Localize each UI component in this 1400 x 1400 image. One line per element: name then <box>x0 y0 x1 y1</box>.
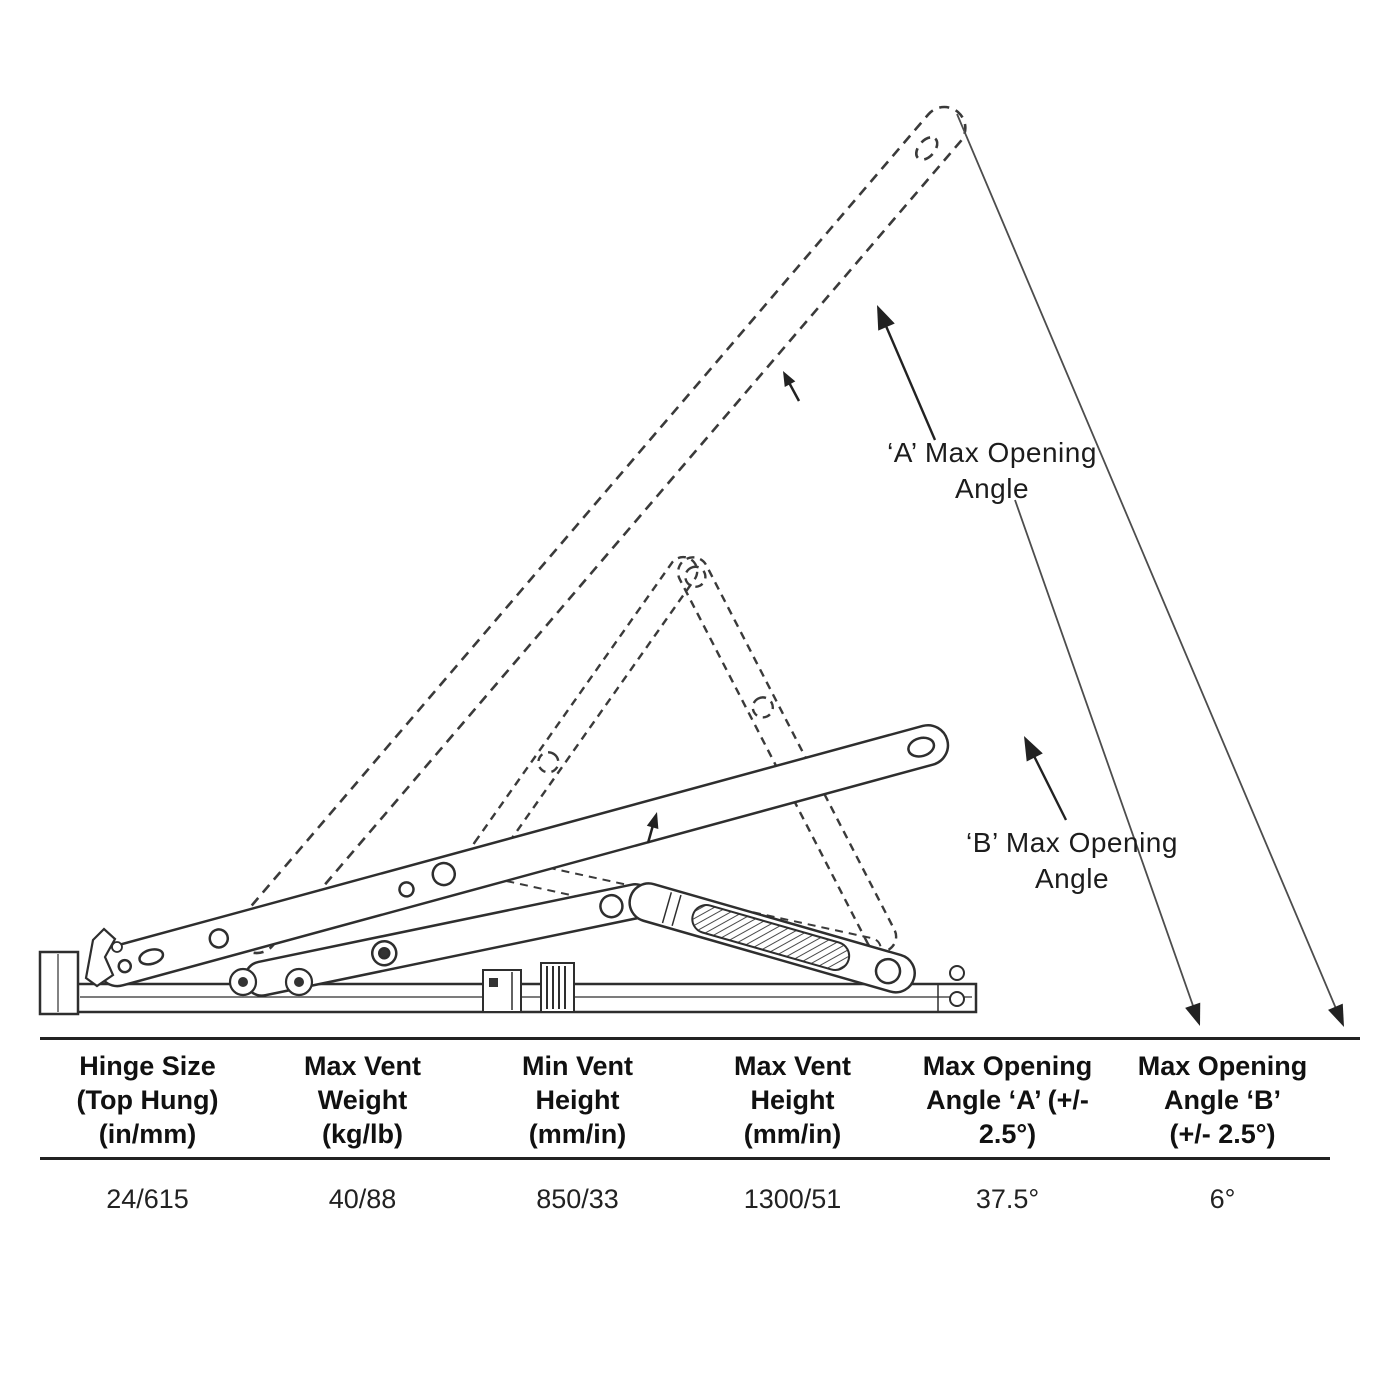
value-min-vent-height: 850/33 <box>536 1184 619 1214</box>
header-line: (Top Hung) <box>76 1085 219 1115</box>
header-line: Height <box>750 1085 835 1115</box>
header-line: Height <box>535 1085 620 1115</box>
grip-link-arm <box>628 882 916 994</box>
pivot-cluster <box>84 927 314 997</box>
header-line: Max Opening <box>1137 1051 1308 1081</box>
value-max-vent-height: 1300/51 <box>743 1184 842 1214</box>
col-header-max-opening-angle-a: Max Opening Angle ‘A’ (+/- 2.5°) <box>900 1049 1115 1151</box>
dashed-support-link-right <box>676 556 898 953</box>
label-b-leader-arrow <box>1024 736 1068 821</box>
value-max-vent-weight: 40/88 <box>328 1184 397 1214</box>
spec-table-value-row: 24/615 40/88 850/33 1300/51 37.5° 6° <box>40 1160 1330 1215</box>
spec-table-header-row: Hinge Size (Top Hung) (in/mm) Max Vent W… <box>40 1040 1330 1160</box>
header-line: Max Vent <box>303 1051 422 1081</box>
base-track <box>38 950 978 1016</box>
col-header-max-opening-angle-b: Max Opening Angle ‘B’ (+/- 2.5°) <box>1115 1049 1330 1151</box>
header-line: (in/mm) <box>98 1119 197 1149</box>
value-hinge-size: 24/615 <box>106 1184 189 1214</box>
header-line: (mm/in) <box>528 1119 627 1149</box>
hinge-diagram: ‘A’ Max Opening Angle ‘B’ Max Opening An… <box>38 105 1344 1027</box>
value-max-opening-angle-a: 37.5° <box>975 1184 1040 1214</box>
label-a-leader-arrow <box>877 305 937 441</box>
header-line: Hinge Size <box>79 1051 216 1081</box>
header-line: (kg/lb) <box>322 1119 403 1149</box>
header-line: Min Vent <box>521 1051 633 1081</box>
label-a-max-opening: ‘A’ Max Opening <box>887 437 1097 468</box>
label-a-angle: Angle <box>955 473 1029 504</box>
solid-arm-motion-arrow <box>646 812 659 844</box>
angle-b-ray <box>1014 499 1201 1026</box>
value-max-opening-angle-b: 6° <box>1209 1184 1236 1214</box>
header-line: Max Vent <box>733 1051 852 1081</box>
spec-table: Hinge Size (Top Hung) (in/mm) Max Vent W… <box>40 1037 1360 1215</box>
label-b-max-opening: ‘B’ Max Opening <box>966 827 1178 858</box>
angle-a-ray <box>956 113 1344 1027</box>
label-b-angle: Angle <box>1035 863 1109 894</box>
header-line: (+/- 2.5°) <box>1169 1119 1276 1149</box>
solid-vent-arm <box>96 724 950 988</box>
header-line: (mm/in) <box>743 1119 842 1149</box>
header-line: Angle ‘B’ <box>1163 1085 1281 1115</box>
dashed-arm-motion-arrow <box>783 371 801 402</box>
header-line: Max Opening <box>922 1051 1093 1081</box>
header-line: Weight <box>317 1085 408 1115</box>
col-header-max-vent-weight: Max Vent Weight (kg/lb) <box>255 1049 470 1151</box>
header-line: 2.5°) <box>978 1119 1037 1149</box>
header-line: Angle ‘A’ (+/- <box>926 1085 1089 1115</box>
col-header-hinge-size: Hinge Size (Top Hung) (in/mm) <box>40 1049 255 1151</box>
col-header-max-vent-height: Max Vent Height (mm/in) <box>685 1049 900 1151</box>
col-header-min-vent-height: Min Vent Height (mm/in) <box>470 1049 685 1151</box>
